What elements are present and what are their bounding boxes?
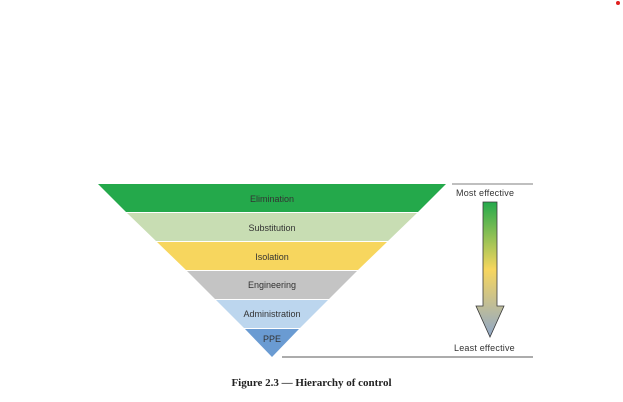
tier-label-ppe: PPE (263, 334, 281, 344)
tier-ppe (245, 329, 299, 357)
red-marker-dot (616, 1, 620, 5)
tier-label-administration: Administration (243, 309, 300, 319)
tier-administration (216, 300, 328, 328)
most-effective-label: Most effective (456, 188, 514, 198)
pyramid: Elimination Substitution Isolation Engin… (98, 184, 446, 357)
tier-elimination (98, 184, 446, 212)
tier-label-substitution: Substitution (248, 223, 295, 233)
tier-substitution (127, 213, 417, 241)
least-effective-label: Least effective (454, 343, 515, 353)
tier-label-engineering: Engineering (248, 280, 296, 290)
effectiveness-scale: Most effective Least effective (282, 183, 533, 358)
tier-isolation (157, 242, 387, 270)
figure-caption: Figure 2.3 — Hierarchy of control (231, 377, 392, 389)
tier-engineering (187, 271, 357, 299)
tier-label-isolation: Isolation (255, 252, 289, 262)
tier-label-elimination: Elimination (250, 194, 294, 204)
effectiveness-arrow (475, 201, 505, 338)
